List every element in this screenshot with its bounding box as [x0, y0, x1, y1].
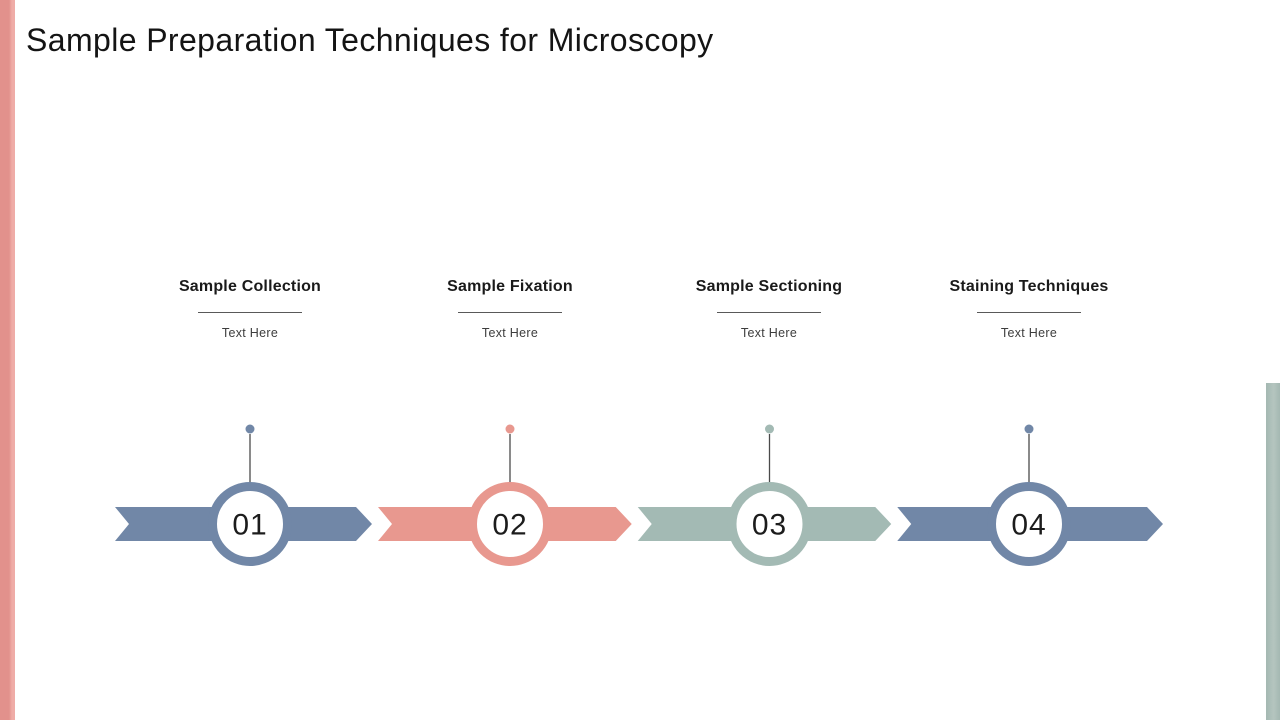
step-subtitle: Text Here — [740, 326, 798, 340]
step-number-ring — [987, 482, 1071, 566]
left-accent-bar — [0, 0, 15, 720]
step-title: Sample Sectioning — [695, 278, 843, 295]
step-number-ring — [208, 482, 292, 566]
step-number: 03 — [752, 509, 787, 542]
step-subtitle: Text Here — [1000, 326, 1058, 340]
step-divider — [717, 312, 821, 313]
step-subtitle: Text Here — [481, 326, 539, 340]
step-label-2: Sample Fixation Text Here — [400, 278, 620, 340]
step-stem-dot — [505, 424, 515, 434]
step-label-3: Sample Sectioning Text Here — [659, 278, 879, 340]
step-stem-dot — [1024, 424, 1034, 434]
step-divider — [977, 312, 1081, 313]
right-accent-bar — [1266, 383, 1280, 720]
step-stem-dot — [765, 424, 774, 434]
step-title: Sample Fixation — [447, 278, 573, 295]
step-number-ring — [468, 482, 552, 566]
step-title: Sample Collection — [178, 278, 322, 295]
step-label-4: Staining Techniques Text Here — [919, 278, 1139, 340]
step-number-ring — [727, 482, 812, 566]
step-stem-dot — [245, 424, 255, 434]
timeline-diagram: 01 02 03 04 — [115, 424, 1163, 566]
step-title: Staining Techniques — [949, 278, 1109, 295]
slide-title: Sample Preparation Techniques for Micros… — [26, 22, 714, 58]
step-number: 02 — [492, 509, 527, 542]
step-number: 01 — [232, 509, 267, 542]
step-number: 04 — [1011, 509, 1046, 542]
step-label-1: Sample Collection Text Here — [140, 278, 360, 340]
step-divider — [458, 312, 562, 313]
step-subtitle: Text Here — [221, 326, 279, 340]
step-divider — [198, 312, 302, 313]
